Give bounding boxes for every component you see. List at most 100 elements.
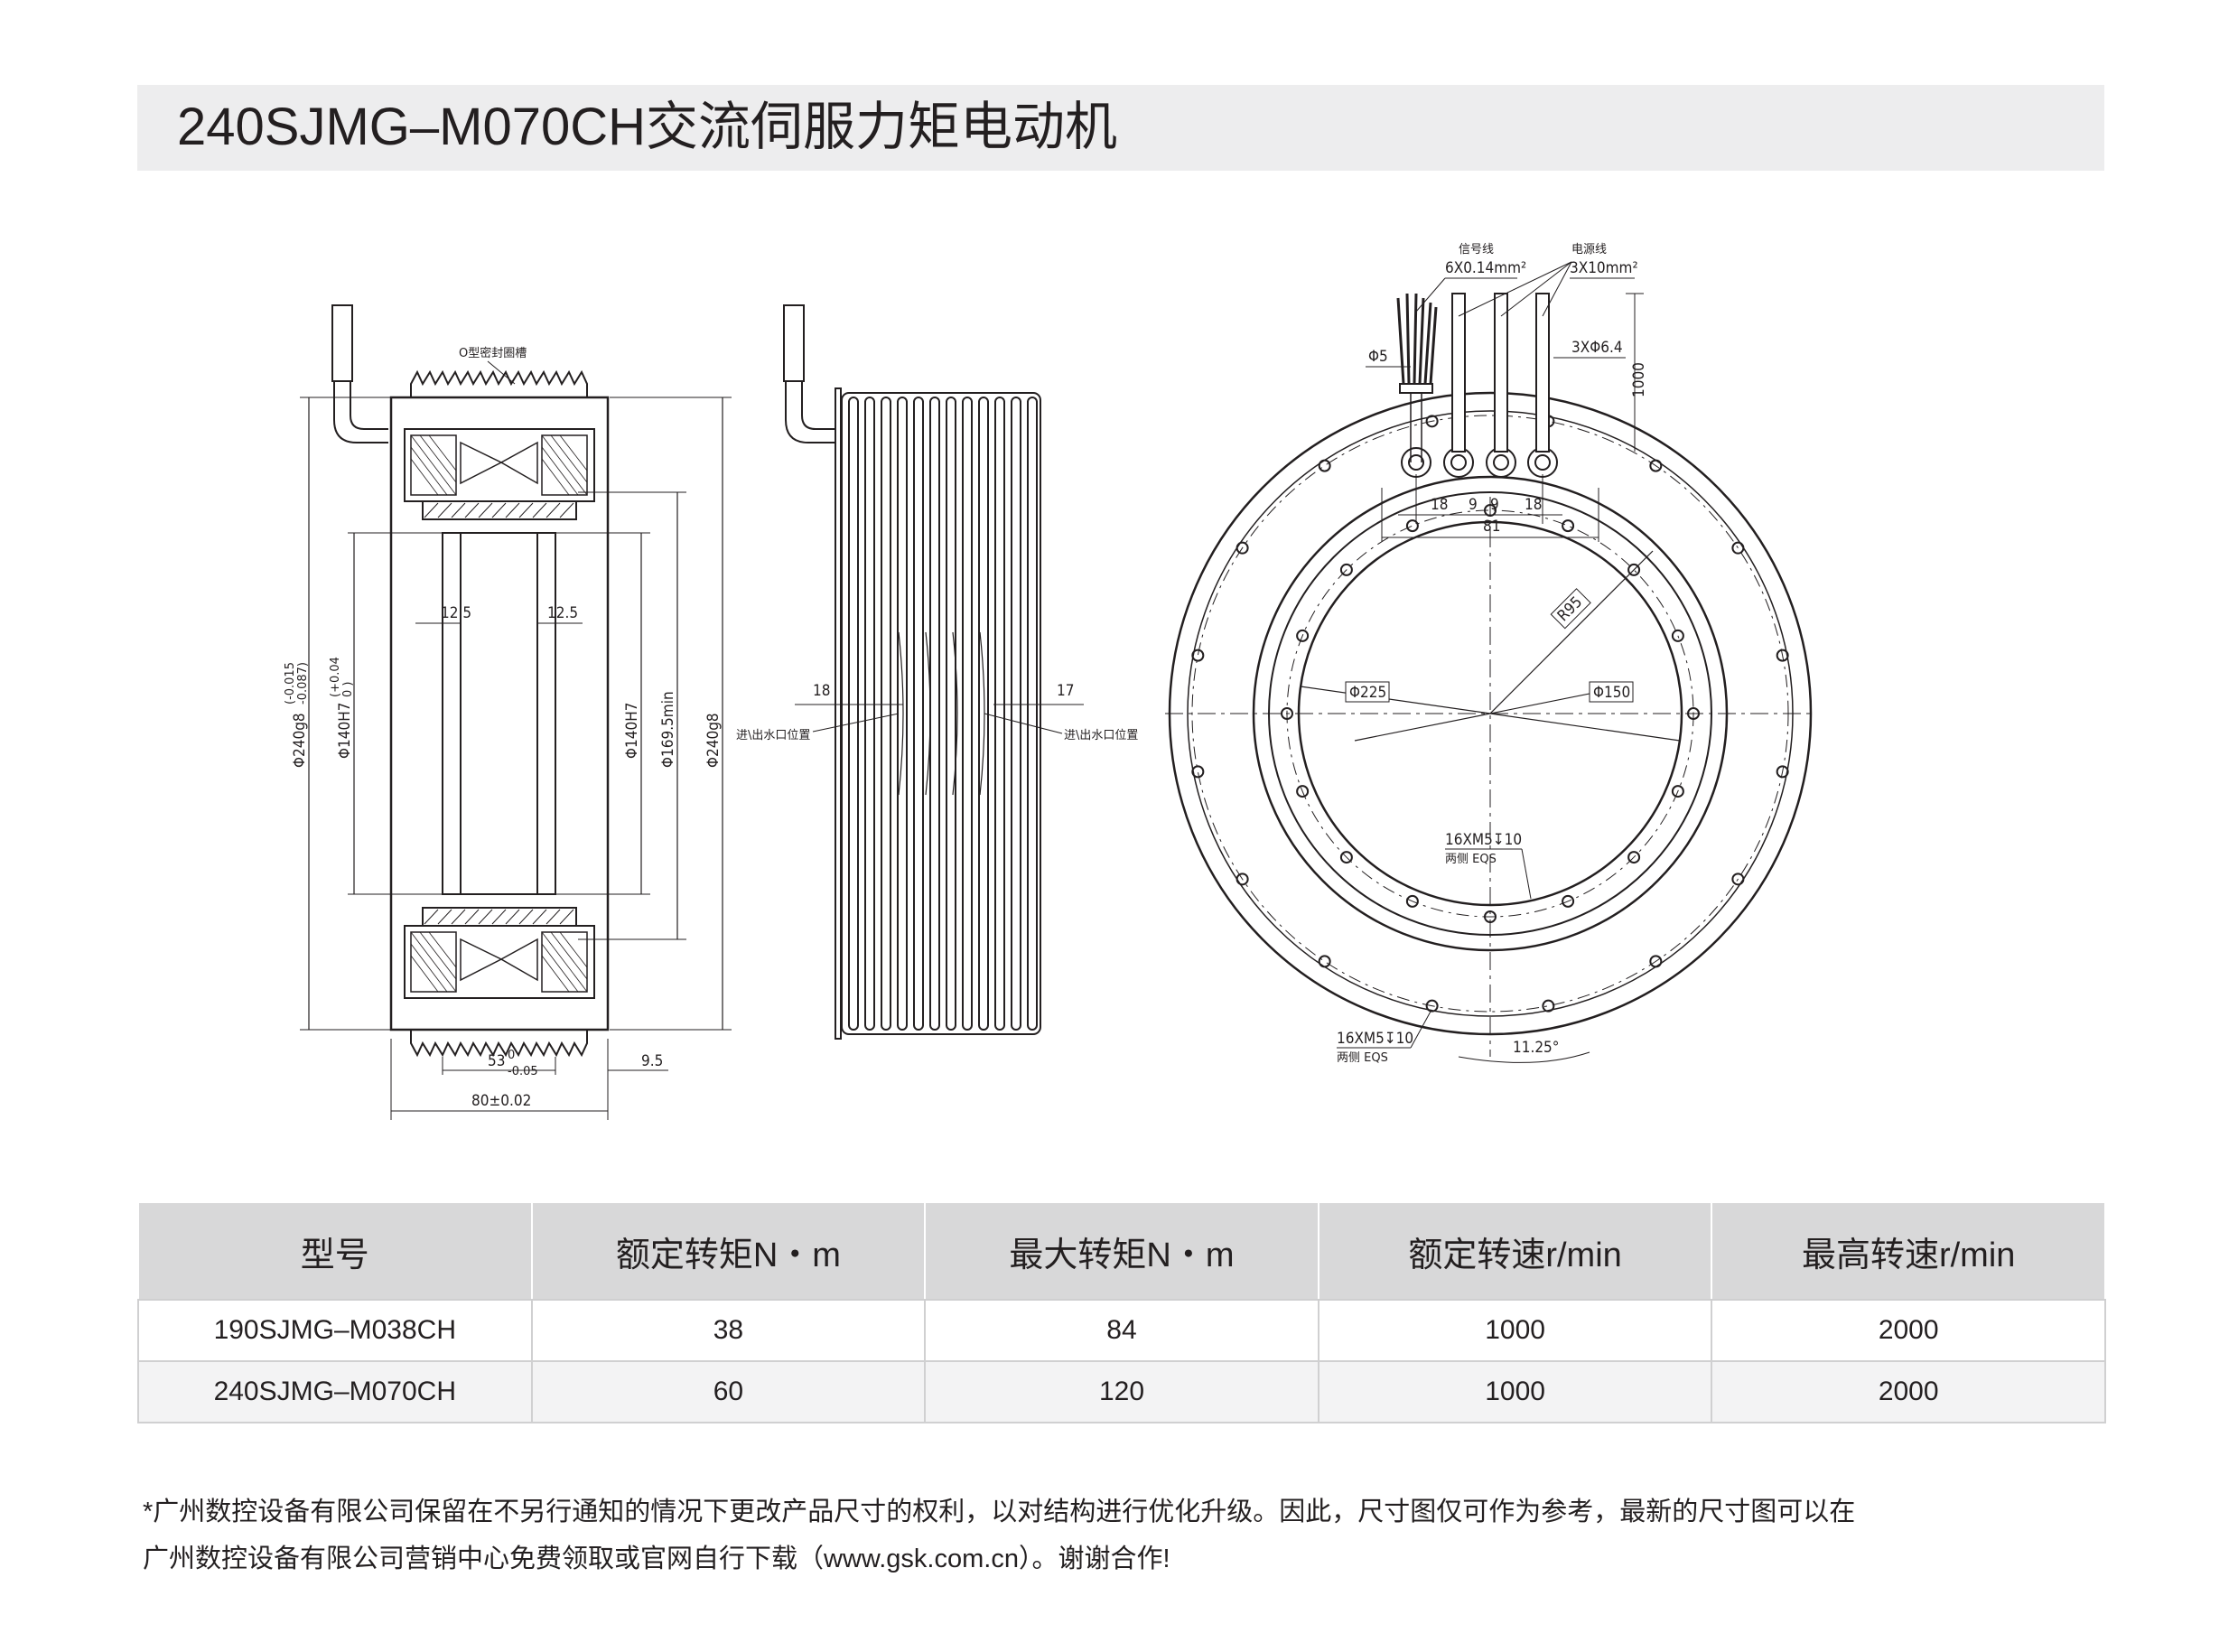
housing-outline bbox=[389, 396, 610, 1031]
bottom-teeth bbox=[410, 1030, 588, 1058]
bolt-hole bbox=[1425, 415, 1439, 428]
holes-outer-eq: 两侧 EQS bbox=[1337, 1051, 1388, 1065]
holes-outer-callout: 16XM5↧10 bbox=[1337, 1030, 1413, 1048]
bolt-hole bbox=[1627, 851, 1641, 864]
bolt-hole bbox=[1281, 707, 1293, 720]
footnote-line-1: *广州数控设备有限公司保留在不另行通知的情况下更改产品尺寸的权利，以对结构进行优… bbox=[143, 1498, 1856, 1526]
top-teeth bbox=[410, 369, 588, 397]
signal-cable-spec: 6X0.14mm² bbox=[1445, 259, 1526, 277]
bolt-hole bbox=[1562, 519, 1575, 533]
dim-9-b: 9 bbox=[1490, 496, 1499, 514]
dim-dia-6-4: 3XΦ6.4 bbox=[1571, 339, 1623, 357]
dim-12-5-left: 12.5 bbox=[441, 604, 471, 622]
dim-dia-inner-tol-bottom: 0 ) bbox=[341, 682, 355, 697]
bolt-hole bbox=[1671, 785, 1684, 798]
bolt-hole bbox=[1484, 504, 1497, 517]
bolt-hole bbox=[1542, 999, 1555, 1013]
cell-max-torque: 120 bbox=[924, 1361, 1319, 1423]
water-port-label-left: 进\出水口位置 bbox=[736, 729, 810, 742]
bolt-hole bbox=[1776, 649, 1789, 662]
dim-dia-min: Φ169.5min bbox=[659, 691, 677, 768]
cell-max-torque: 84 bbox=[924, 1300, 1319, 1362]
holes-inner-eq: 两侧 EQS bbox=[1445, 853, 1497, 866]
inner-bore bbox=[442, 532, 556, 895]
bolt-hole bbox=[1627, 563, 1641, 576]
cell-max-speed: 2000 bbox=[1711, 1300, 2106, 1362]
bolt-hole bbox=[1731, 541, 1745, 555]
bolt-hole bbox=[1425, 999, 1439, 1013]
table-header-row: 型号 额定转矩N・m 最大转矩N・m 额定转速r/min 最高转速r/min bbox=[137, 1201, 2106, 1301]
col-rated-speed: 额定转速r/min bbox=[1317, 1201, 1713, 1301]
power-cable-spec: 3X10mm² bbox=[1570, 259, 1638, 277]
dim-9-a: 9 bbox=[1469, 496, 1478, 514]
col-rated-torque: 额定转矩N・m bbox=[530, 1201, 927, 1301]
bolt-hole bbox=[1339, 851, 1353, 864]
footnote-line-2: 广州数控设备有限公司营销中心免费领取或官网自行下载（www.gsk.com.cn… bbox=[143, 1545, 1170, 1573]
page-title: 240SJMG–M070CH交流伺服力矩电动机 bbox=[177, 98, 1117, 156]
dim-53-tol-top: 0 bbox=[508, 1049, 515, 1062]
dim-9-5: 9.5 bbox=[641, 1052, 663, 1070]
bolt-hole bbox=[1339, 563, 1353, 576]
bolt-hole bbox=[1649, 955, 1663, 968]
technical-drawing: O型密封圈槽 Φ240g8 (-0.015 -0.087) Φ140H7 (+0… bbox=[271, 226, 1851, 1129]
bolt-hole bbox=[1318, 955, 1331, 968]
dim-18-a: 18 bbox=[1431, 496, 1448, 514]
dim-80: 80±0.02 bbox=[471, 1092, 531, 1110]
dim-81: 81 bbox=[1483, 518, 1500, 536]
bolt-hole bbox=[1318, 459, 1331, 472]
bolt-hole bbox=[1236, 541, 1249, 555]
dim-dia-outer-tol-bottom: -0.087) bbox=[296, 662, 310, 705]
drawing-svg: O型密封圈槽 Φ240g8 (-0.015 -0.087) Φ140H7 (+0… bbox=[284, 243, 1815, 1120]
bolt-hole bbox=[1296, 629, 1310, 642]
bolt-hole bbox=[1236, 873, 1249, 886]
cable-entries bbox=[1396, 293, 1558, 478]
cell-model: 190SJMG–M038CH bbox=[137, 1300, 533, 1362]
table-row: 190SJMG–M038CH 38 84 1000 2000 bbox=[137, 1300, 2106, 1362]
bolt-hole bbox=[1649, 459, 1663, 472]
left-cable bbox=[331, 304, 388, 443]
bolt-hole bbox=[1296, 785, 1310, 798]
dim-angle: 11.25° bbox=[1513, 1039, 1559, 1057]
bolt-hole bbox=[1562, 894, 1575, 908]
dim-dia-150: Φ150 bbox=[1593, 684, 1630, 702]
bolt-hole bbox=[1484, 910, 1497, 923]
signal-cable-label: 信号线 bbox=[1459, 243, 1494, 257]
dim-dia-5: Φ5 bbox=[1368, 348, 1388, 366]
dim-12-5-right: 12.5 bbox=[547, 604, 578, 622]
dim-dia-inner: Φ140H7 bbox=[336, 703, 354, 759]
middle-side-view: 18 17 进\出水口位置 进\出水口位置 bbox=[736, 304, 1138, 1040]
cell-model: 240SJMG–M070CH bbox=[137, 1361, 533, 1423]
bolt-hole bbox=[1191, 765, 1205, 779]
dim-17-mid: 17 bbox=[1057, 682, 1074, 700]
dim-dia-outer-tol-top: (-0.015 bbox=[284, 662, 297, 705]
col-max-speed: 最高转速r/min bbox=[1711, 1201, 2106, 1301]
dim-dia-outer-right: Φ240g8 bbox=[704, 713, 723, 768]
bolt-hole bbox=[1776, 765, 1789, 779]
dim-dia-outer: Φ240g8 bbox=[291, 713, 309, 768]
cell-rated-speed: 1000 bbox=[1317, 1300, 1713, 1362]
table-row: 240SJMG–M070CH 60 120 1000 2000 bbox=[137, 1361, 2106, 1423]
holes-inner-callout: 16XM5↧10 bbox=[1445, 831, 1522, 849]
bolt-hole bbox=[1405, 894, 1419, 908]
dim-dia-inner-right: Φ140H7 bbox=[623, 703, 641, 759]
dim-18-b: 18 bbox=[1525, 496, 1542, 514]
title-bar: 240SJMG–M070CH交流伺服力矩电动机 bbox=[137, 85, 2104, 171]
dim-18-mid: 18 bbox=[813, 682, 830, 700]
spec-table: 型号 额定转矩N・m 最大转矩N・m 额定转速r/min 最高转速r/min 1… bbox=[137, 1201, 2106, 1423]
cell-max-speed: 2000 bbox=[1711, 1361, 2106, 1423]
side-view-ribs bbox=[848, 397, 1038, 1031]
side-view-plate-left bbox=[835, 387, 842, 1040]
left-section-view: O型密封圈槽 Φ240g8 (-0.015 -0.087) Φ140H7 (+0… bbox=[284, 304, 732, 1120]
bolt-hole bbox=[1671, 629, 1684, 642]
power-cable-label: 电源线 bbox=[1571, 243, 1607, 257]
bolt-hole bbox=[1687, 707, 1700, 720]
col-max-torque: 最大转矩N・m bbox=[924, 1201, 1319, 1301]
dim-dia-225: Φ225 bbox=[1349, 684, 1386, 702]
dim-53-tol-bottom: -0.05 bbox=[508, 1065, 538, 1078]
footnote: *广州数控设备有限公司保留在不另行通知的情况下更改产品尺寸的权利，以对结构进行优… bbox=[143, 1489, 2112, 1582]
right-front-view: 信号线 6X0.14mm² 电源线 3X10mm² Φ5 3XΦ6.4 1000… bbox=[1165, 243, 1815, 1065]
inner-bolt-holes bbox=[1281, 504, 1700, 923]
cell-rated-torque: 38 bbox=[530, 1300, 927, 1362]
water-port-label-right: 进\出水口位置 bbox=[1064, 729, 1138, 742]
dim-dia-inner-tol-top: (+0.04 bbox=[329, 657, 342, 697]
